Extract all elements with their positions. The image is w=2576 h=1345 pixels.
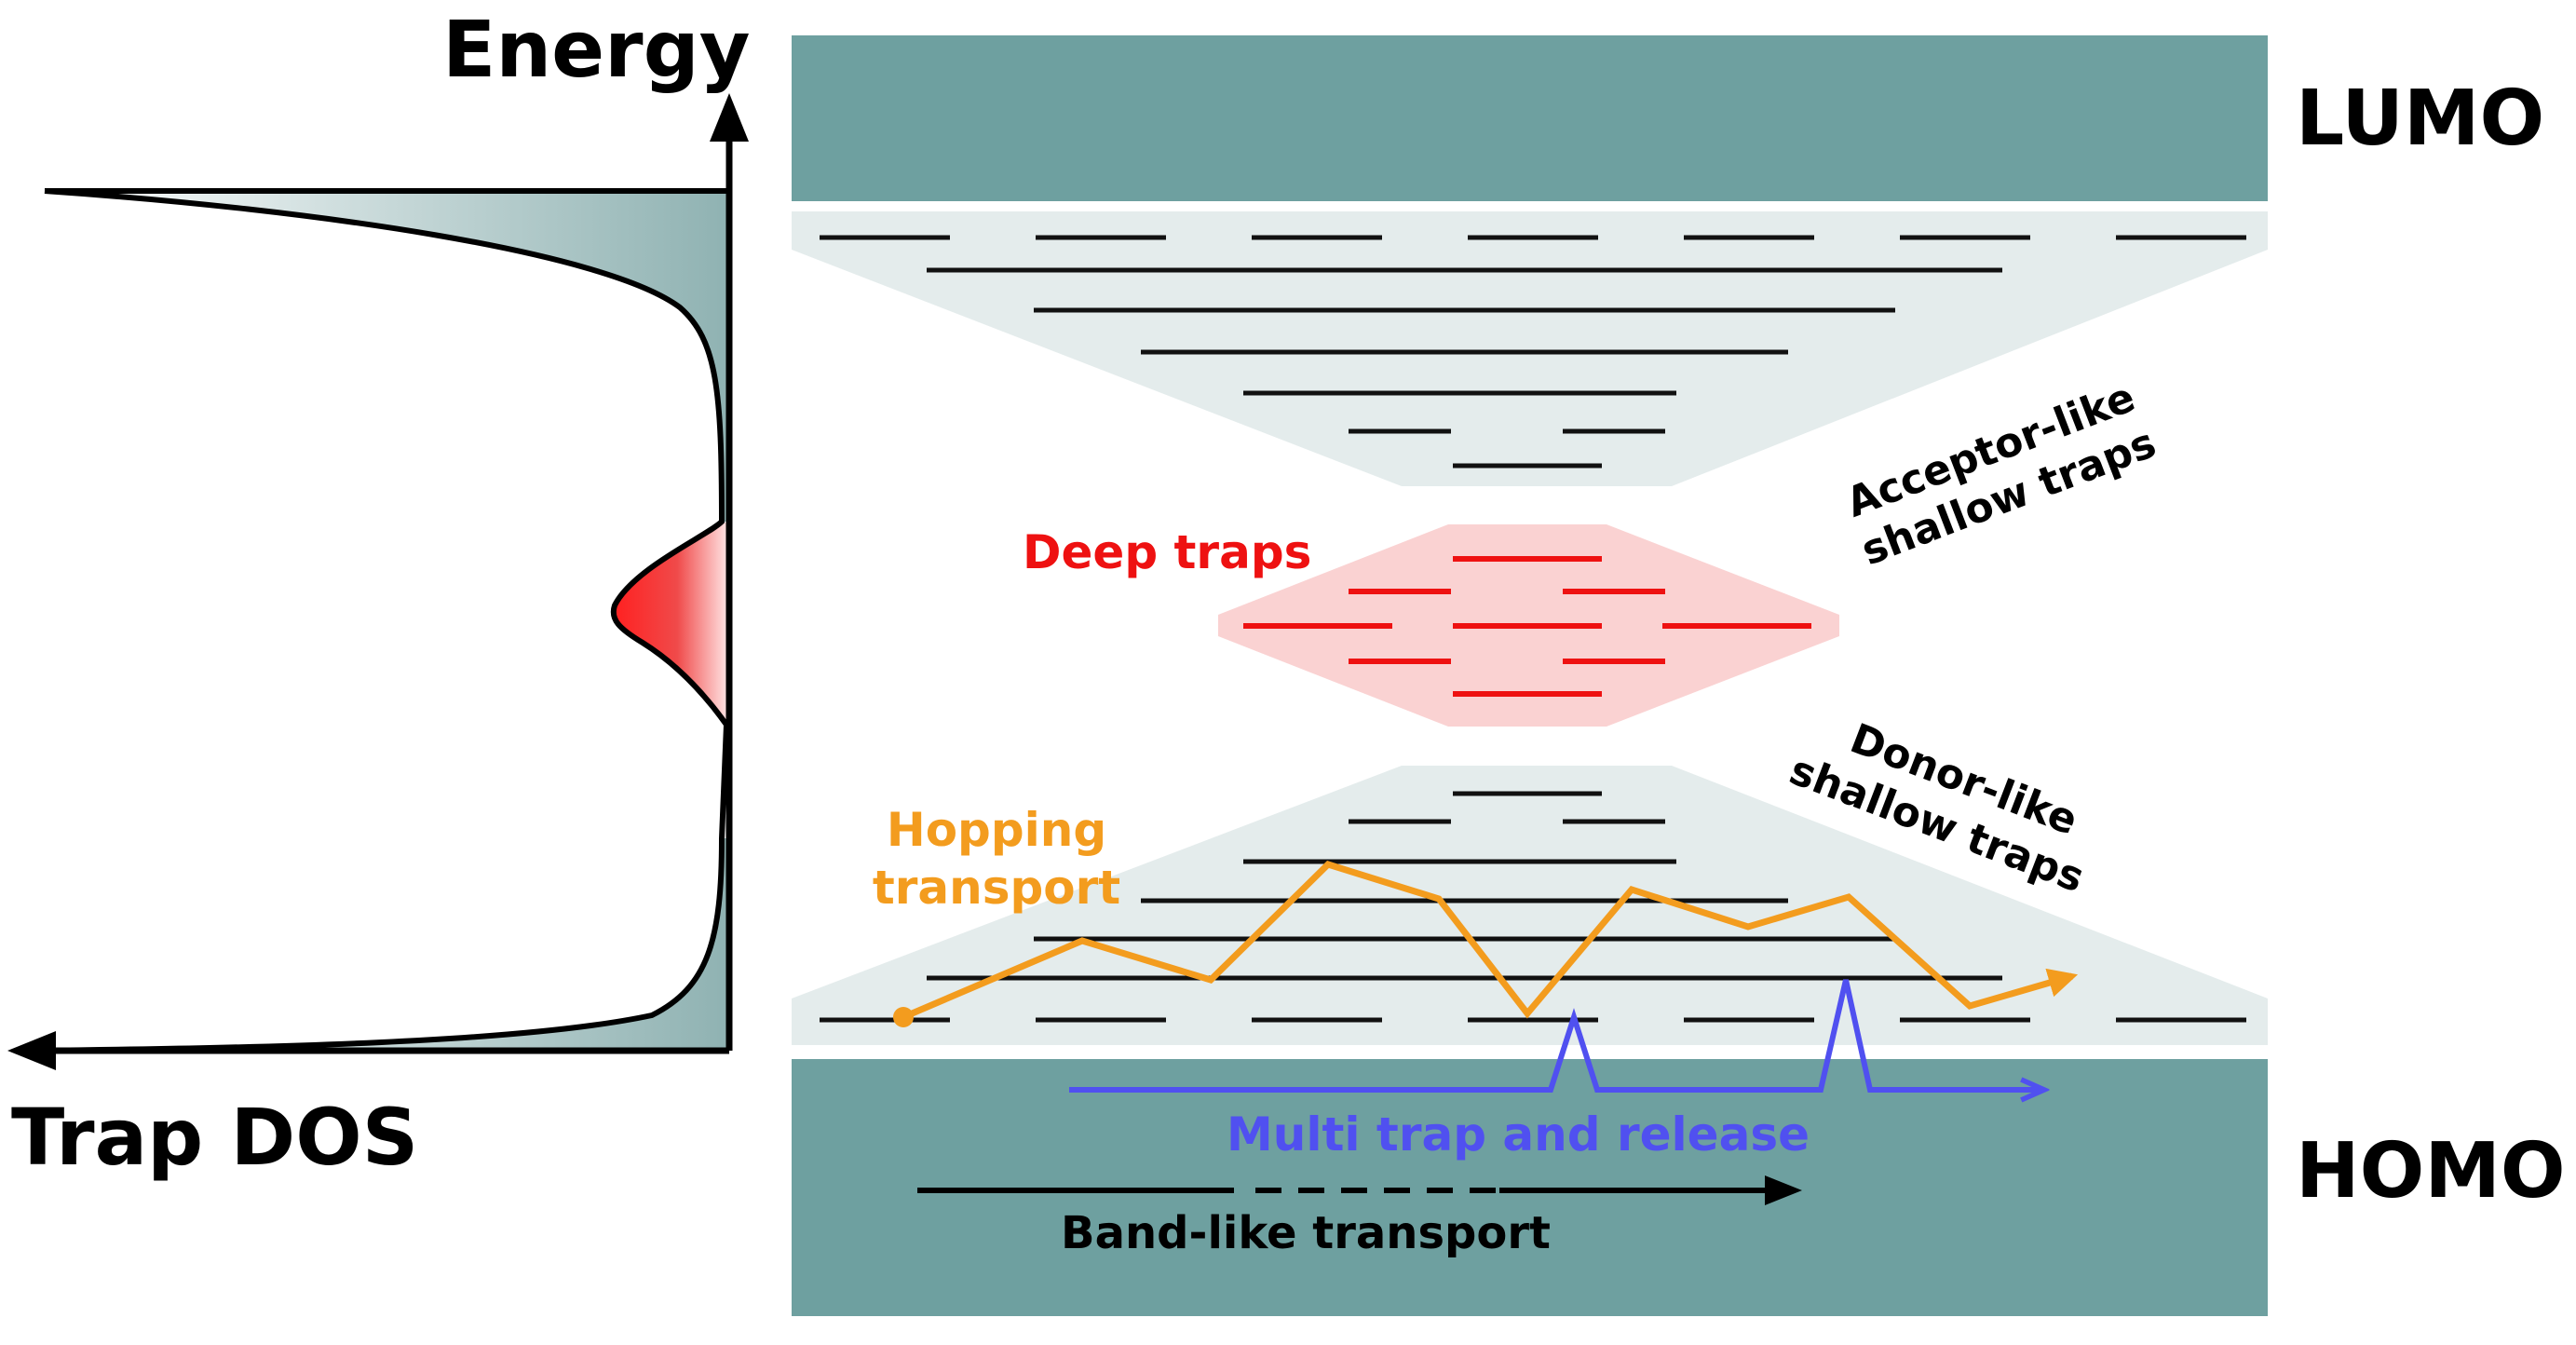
energy-axis-arrowhead <box>710 93 749 142</box>
energy-axis-label: Energy <box>442 4 750 95</box>
trap-dos-axis-label: Trap DOS <box>11 1092 418 1183</box>
band-like-label: Band-like transport <box>1061 1207 1551 1259</box>
lumo-band <box>792 35 2268 201</box>
hopping-start-dot <box>893 1007 914 1027</box>
hopping-transport-path <box>902 861 2079 1021</box>
dos-deep-peak <box>613 522 729 725</box>
hopping-label-line2: transport <box>873 861 1120 915</box>
dos-lower-tail <box>37 838 729 1051</box>
multi-trap-release-path <box>1069 979 2044 1090</box>
lumo-label: LUMO <box>2296 75 2544 163</box>
deep-trap-levels <box>1243 556 1811 697</box>
band-diagram: LUMO HOMO Deep traps Acceptor-like shall… <box>792 35 2566 1316</box>
donor-trap-region <box>792 766 2268 1045</box>
trap-dos-plot: Energy Trap DOS <box>7 4 750 1183</box>
acceptor-trap-region <box>792 211 2268 486</box>
multi-trap-label: Multi trap and release <box>1227 1107 1810 1162</box>
acceptor-traps-label: Acceptor-like shallow traps <box>1840 374 2162 575</box>
deep-traps-label: Deep traps <box>1023 525 1311 579</box>
hopping-label-line1: Hopping <box>887 803 1106 857</box>
homo-label: HOMO <box>2296 1127 2566 1216</box>
dos-curve-outline <box>36 188 730 1053</box>
acceptor-trap-levels <box>820 235 2246 469</box>
band-like-arrowhead <box>1765 1175 1802 1205</box>
dos-axis-arrowhead <box>7 1031 56 1070</box>
dos-upper-tail <box>45 191 729 522</box>
